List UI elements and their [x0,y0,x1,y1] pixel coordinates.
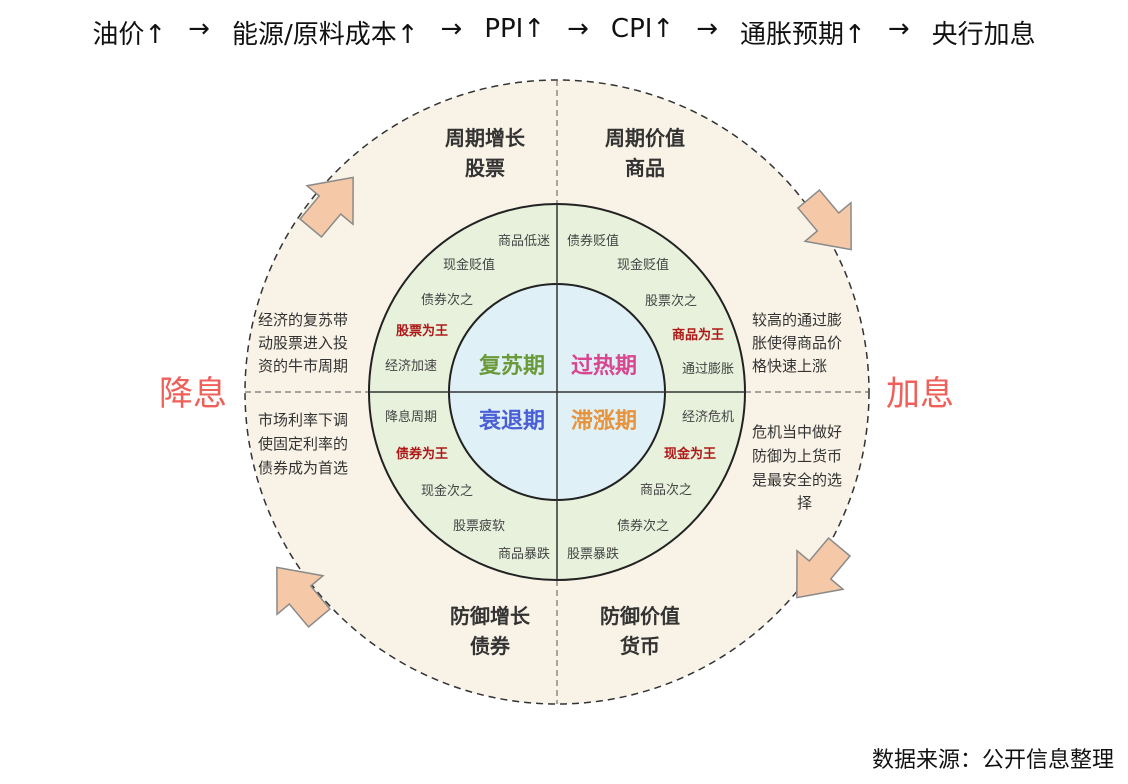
quadrant-asset: 债券 [470,634,511,658]
side-note-line: 格快速上涨 [752,357,827,375]
phase-overheat: 过热期 [571,353,637,379]
ring-item: 现金次之 [421,483,473,499]
ring-key-item: 债券为王 [396,446,448,462]
arrow-right-icon: → [440,14,463,44]
quadrant-label: 防御增长 [450,604,531,628]
ring-item: 经济加速 [385,359,437,374]
side-note-line: 市场利率下调 [258,411,348,429]
rate-hike-label: 加息 [886,374,954,414]
rate-cut-label: 降息 [159,374,227,414]
ring-item: 债券贬值 [567,233,619,249]
side-note-line: 债券成为首选 [258,459,348,477]
side-note-line: 危机当中做好 [752,423,842,441]
chain-step: CPI↑ [610,14,675,44]
side-note-line: 防御为上货币 [752,447,842,465]
side-note-line: 使固定利率的 [258,435,348,453]
quadrant-label: 周期价值 [605,126,685,150]
ring-key-item: 商品为王 [672,327,724,343]
ring-item: 经济危机 [682,410,734,425]
side-note-line: 择 [797,494,812,512]
quadrant-asset: 股票 [465,156,505,180]
causal-chain-header: 油价↑ → 能源/原料成本↑ → PPI↑ → CPI↑ → 通胀预期↑ → 央… [0,14,1128,51]
quadrant-label: 周期增长 [445,126,526,150]
ring-item: 股票次之 [645,293,697,309]
ring-item: 降息周期 [385,409,437,425]
ring-item: 股票疲软 [453,518,505,534]
arrow-right-icon: → [887,14,910,44]
chain-step: PPI↑ [484,14,546,44]
ring-item: 债券次之 [421,292,473,308]
arrow-right-icon: → [696,14,719,44]
phase-recession: 衰退期 [478,408,545,434]
ring-item: 债券次之 [617,518,669,534]
ring-item: 商品暴跌 [498,546,550,562]
arrow-right-icon: → [188,14,210,44]
quadrant-asset: 商品 [625,156,665,180]
side-note-line: 较高的通过膨 [752,311,842,329]
ring-key-item: 股票为王 [396,323,448,339]
chain-step: 央行加息 [931,20,1036,50]
ring-item: 现金贬值 [443,257,495,273]
chain-step: 油价↑ [92,20,167,50]
quadrant-asset: 货币 [620,634,660,658]
ring-key-item: 现金为王 [664,446,716,462]
side-note-line: 胀使得商品价 [752,334,842,352]
ring-item: 股票暴跌 [567,546,619,562]
arrow-right-icon: → [567,14,589,44]
side-note-line: 资的牛市周期 [258,357,348,375]
side-note-line: 动股票进入投 [258,334,348,352]
quadrant-label: 防御价值 [600,604,680,628]
side-note-line: 经济的复苏带 [258,311,348,329]
ring-item: 通过膨胀 [682,362,734,377]
chain-step: 通胀预期↑ [740,20,866,50]
ring-item: 商品次之 [640,482,692,498]
ring-item: 商品低迷 [498,234,550,249]
side-note-line: 是最安全的选 [752,471,842,489]
phase-stagflation: 滞涨期 [571,409,637,434]
ring-item: 现金贬值 [617,257,669,273]
chain-step: 能源/原料成本↑ [231,20,419,50]
source-note: 数据来源：公开信息整理 [871,748,1114,773]
phase-recovery: 复苏期 [478,353,545,379]
